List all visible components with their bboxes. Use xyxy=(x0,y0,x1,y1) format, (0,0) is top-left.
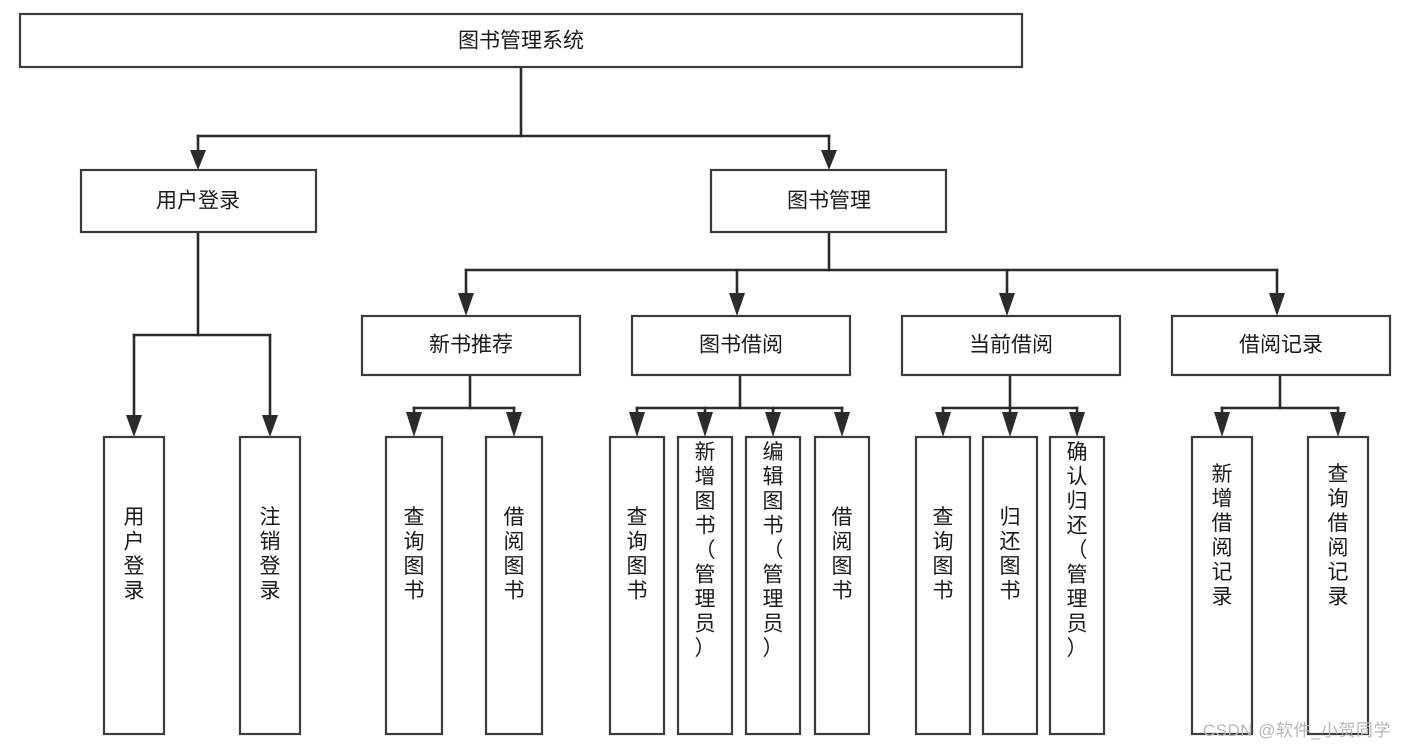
node-leaf-query-record[interactable]: 查询借阅记录 xyxy=(1306,435,1370,736)
node-book-borrow-box[interactable] xyxy=(630,314,852,377)
node-leaf-user-login-label: 用户登录 xyxy=(124,506,145,603)
edge-group-book-borrow xyxy=(629,373,850,437)
node-leaf-query-book-3-box[interactable] xyxy=(914,435,972,736)
node-root[interactable]: 图书管理系统 xyxy=(18,12,1024,69)
node-leaf-user-login[interactable]: 用户登录 xyxy=(102,435,166,736)
arrow-to-leaf-query-book-3 xyxy=(935,412,951,437)
arrow-to-book-manage xyxy=(821,150,837,170)
node-new-book-recommend-box[interactable] xyxy=(360,314,582,377)
node-leaf-logout-login-label: 注销登录 xyxy=(260,506,281,603)
node-leaf-query-record-box[interactable] xyxy=(1306,435,1370,736)
arrow-to-leaf-edit-book xyxy=(765,412,781,437)
node-leaf-query-book-2-label: 查询图书 xyxy=(627,506,648,603)
node-leaf-return-book[interactable]: 归还图书 xyxy=(981,435,1039,736)
arrow-to-current-borrow xyxy=(999,293,1015,316)
arrow-to-leaf-query-record xyxy=(1330,412,1346,437)
watermark: CSDN @软件_小贺同学 xyxy=(1202,721,1391,740)
edge-group-current-borrow xyxy=(935,373,1085,437)
node-leaf-borrow-book-1[interactable]: 借阅图书 xyxy=(484,435,544,736)
node-leaf-borrow-book-1-box[interactable] xyxy=(484,435,544,736)
arrow-to-leaf-return-book xyxy=(1002,412,1018,437)
node-leaf-add-book[interactable]: 新增图书（管理员） xyxy=(676,435,734,736)
node-leaf-borrow-book-2-box[interactable] xyxy=(813,435,871,736)
edge-group-user-login xyxy=(126,230,278,437)
node-leaf-edit-book-label: 编辑图书（管理员） xyxy=(763,441,784,660)
node-leaf-return-book-label: 归还图书 xyxy=(1000,506,1021,603)
node-leaf-borrow-book-2-label: 借阅图书 xyxy=(832,506,853,603)
node-leaf-query-book-1-label: 查询图书 xyxy=(404,506,425,603)
node-borrow-record[interactable]: 借阅记录 xyxy=(1170,314,1392,377)
node-leaf-query-book-3[interactable]: 查询图书 xyxy=(914,435,972,736)
node-book-borrow[interactable]: 图书借阅 xyxy=(630,314,852,377)
node-book-borrow-label: 图书借阅 xyxy=(699,334,783,357)
node-leaf-add-record[interactable]: 新增借阅记录 xyxy=(1190,435,1254,736)
node-leaf-query-book-3-label: 查询图书 xyxy=(933,506,954,603)
node-leaf-user-login-box[interactable] xyxy=(102,435,166,736)
node-leaf-confirm-return-label: 确认归还（管理员） xyxy=(1067,441,1088,660)
arrow-to-leaf-confirm-return xyxy=(1069,412,1085,437)
node-current-borrow-label: 当前借阅 xyxy=(969,334,1053,357)
node-borrow-record-box[interactable] xyxy=(1170,314,1392,377)
node-root-box[interactable] xyxy=(18,12,1024,69)
node-current-borrow-box[interactable] xyxy=(900,314,1122,377)
arrow-to-leaf-borrow-book-2 xyxy=(834,412,850,437)
node-leaf-add-book-box[interactable] xyxy=(676,435,734,736)
node-leaf-confirm-return[interactable]: 确认归还（管理员） xyxy=(1048,435,1106,736)
node-user-login[interactable]: 用户登录 xyxy=(79,168,318,234)
node-leaf-edit-book-box[interactable] xyxy=(744,435,802,736)
arrow-to-book-borrow xyxy=(729,293,745,316)
arrow-to-leaf-query-book-1 xyxy=(406,412,422,437)
node-leaf-add-record-label: 新增借阅记录 xyxy=(1212,463,1233,609)
arrow-to-leaf-borrow-book-1 xyxy=(506,412,522,437)
arrow-to-leaf-logout-login xyxy=(262,415,278,437)
node-new-book-recommend-label: 新书推荐 xyxy=(429,334,513,357)
edge-group-book-manage xyxy=(458,230,1285,316)
node-leaf-query-record-label: 查询借阅记录 xyxy=(1328,463,1349,609)
arrow-to-user-login xyxy=(190,150,206,170)
node-book-manage-box[interactable] xyxy=(709,168,948,234)
node-user-login-box[interactable] xyxy=(79,168,318,234)
edge-group-borrow-record xyxy=(1214,373,1346,437)
edge-group-new-book-recommend xyxy=(406,373,522,437)
arrow-to-leaf-add-book xyxy=(697,412,713,437)
node-leaf-confirm-return-box[interactable] xyxy=(1048,435,1106,736)
node-book-manage-label: 图书管理 xyxy=(787,190,871,213)
node-leaf-query-book-1-box[interactable] xyxy=(384,435,444,736)
node-leaf-return-book-box[interactable] xyxy=(981,435,1039,736)
node-book-manage[interactable]: 图书管理 xyxy=(709,168,948,234)
arrow-to-leaf-query-book-2 xyxy=(629,412,645,437)
node-current-borrow[interactable]: 当前借阅 xyxy=(900,314,1122,377)
node-borrow-record-label: 借阅记录 xyxy=(1239,334,1323,357)
node-leaf-edit-book[interactable]: 编辑图书（管理员） xyxy=(744,435,802,736)
node-user-login-label: 用户登录 xyxy=(156,190,240,213)
node-leaf-logout-login-box[interactable] xyxy=(238,435,302,736)
node-leaf-borrow-book-1-label: 借阅图书 xyxy=(504,506,525,603)
node-leaf-borrow-book-2[interactable]: 借阅图书 xyxy=(813,435,871,736)
node-leaf-query-book-1[interactable]: 查询图书 xyxy=(384,435,444,736)
node-leaf-add-book-label: 新增图书（管理员） xyxy=(695,441,716,660)
node-new-book-recommend[interactable]: 新书推荐 xyxy=(360,314,582,377)
edge-group-root xyxy=(190,65,837,170)
node-leaf-add-record-box[interactable] xyxy=(1190,435,1254,736)
node-root-label: 图书管理系统 xyxy=(458,30,584,53)
node-leaf-logout-login[interactable]: 注销登录 xyxy=(238,435,302,736)
node-leaf-query-book-2-box[interactable] xyxy=(608,435,666,736)
node-leaf-query-book-2[interactable]: 查询图书 xyxy=(608,435,666,736)
arrow-to-leaf-add-record xyxy=(1214,412,1230,437)
arrow-to-new-book-recommend xyxy=(458,293,474,316)
arrow-to-borrow-record xyxy=(1269,293,1285,316)
arrow-to-leaf-user-login xyxy=(126,415,142,437)
